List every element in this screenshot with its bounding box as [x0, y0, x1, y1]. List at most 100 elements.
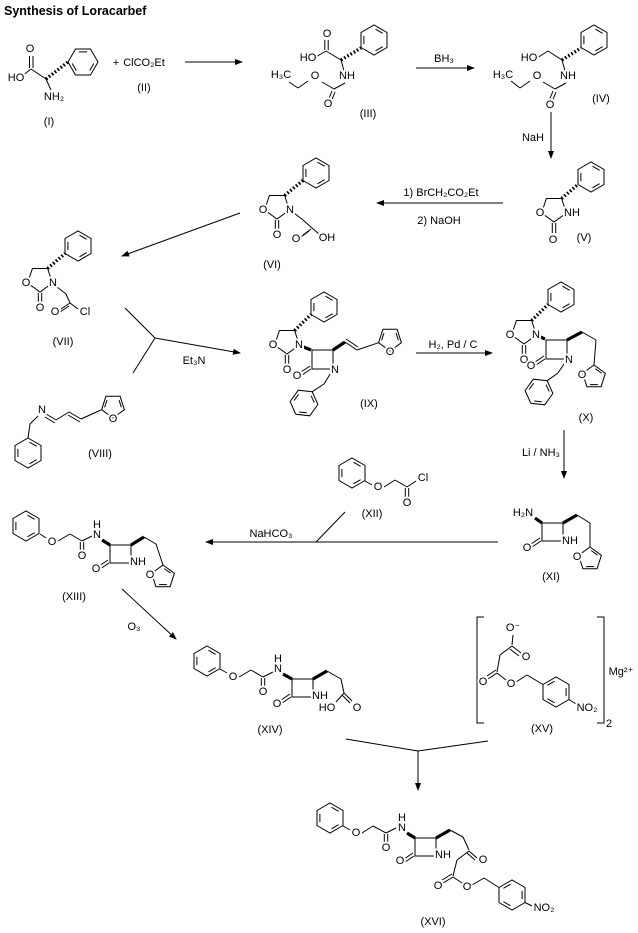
atom-label: NH: [339, 70, 355, 82]
atom-label: O: [520, 354, 529, 366]
benzene-ring: [360, 24, 388, 56]
atom-label: N: [565, 354, 573, 366]
compound-label: (XI): [542, 571, 560, 583]
atom-label: H: [93, 519, 101, 531]
compound-label: (I): [44, 116, 54, 128]
structure-ix: O N O N O O (IX): [267, 291, 402, 417]
atom-label: HO: [300, 52, 317, 64]
atom-label: O: [374, 481, 383, 493]
furan-ring: [101, 395, 125, 419]
hash-wedge: [561, 46, 582, 62]
atom-label: O: [463, 881, 472, 893]
structure-xiii: O O H N NH O O (XIII): [12, 510, 175, 605]
compound-label: (VII): [53, 336, 74, 348]
atom-label: N: [532, 329, 540, 341]
right-bracket: [597, 616, 605, 724]
atom-label: O: [353, 702, 362, 714]
atom-label: NO₂: [534, 902, 555, 914]
furan-ring: [151, 564, 175, 588]
reagent-ii: + ClCO₂Et (II): [111, 55, 167, 96]
oxazolidinone-ring: [27, 268, 53, 293]
reagent-label: 1) BrCH₂CO₂Et: [403, 187, 478, 199]
bold-wedge: [435, 828, 451, 840]
reagent-label: O₃: [127, 621, 140, 633]
atom-label: O: [109, 413, 118, 425]
beta-lactam-ring: [109, 544, 132, 564]
reagent-label: NaHCO₃: [250, 528, 293, 540]
bonds: [510, 50, 567, 90]
benzene-ring: [64, 230, 92, 262]
bonds: [546, 331, 597, 382]
bold-wedge: [101, 538, 111, 547]
structure-xiv: O O H N NH O O HO (XIV): [193, 645, 364, 738]
compound-label: (XVI): [420, 916, 445, 928]
atom-label: H: [398, 812, 406, 824]
arrow-ix-to-x: H₂, Pd / C: [416, 337, 493, 356]
arrow-xiv-xv-to-xvi: [345, 738, 489, 791]
hash-wedge: [560, 183, 580, 200]
structure-vii: O N O O Cl (VII): [20, 230, 92, 350]
atom-label: O: [51, 306, 60, 318]
compound-label: (IX): [360, 398, 378, 410]
atom-label: H: [274, 653, 282, 665]
benzene-ring: [193, 645, 221, 677]
compound-label: (III): [360, 108, 377, 120]
atom-label: O: [549, 234, 558, 246]
structure-viii: N O (VIII): [14, 395, 125, 469]
compound-label: (VI): [263, 259, 281, 271]
benzene-ring: [310, 291, 338, 323]
plus-sign: +: [113, 57, 119, 69]
arrow-xi-to-xiii: NaHCO₃: [205, 511, 498, 545]
atom-label: NO₂: [577, 702, 598, 714]
atom-label: N: [38, 404, 46, 416]
benzene-ring: [302, 157, 330, 189]
atom-label: H₃C: [271, 69, 291, 81]
compound-label: (IV): [592, 93, 610, 105]
atom-label: O: [386, 346, 395, 358]
structure-xii: O Cl O (XII): [338, 457, 430, 522]
bonds: [342, 825, 533, 907]
benzene-ring: [14, 437, 42, 469]
reagent-label: Et₃N: [183, 355, 206, 367]
atom-label: NH: [435, 849, 451, 861]
atom-label: O: [229, 671, 238, 683]
atom-label: O: [48, 536, 57, 548]
atom-label: N: [93, 529, 101, 541]
atom-label: O: [527, 360, 536, 372]
atom-label: H₃C: [493, 69, 513, 81]
atom-label: O: [382, 842, 391, 854]
benzyl-ring: [289, 389, 319, 417]
counterion-label: Mg²⁺: [609, 666, 634, 678]
bonds: [27, 409, 102, 439]
benzene-ring: [67, 48, 99, 76]
left-bracket: [476, 616, 484, 724]
atom-label: NH: [564, 207, 580, 219]
atom-label: OH: [319, 232, 336, 244]
benzene-ring: [577, 161, 605, 193]
structure-i: HO O NH₂ (I): [6, 41, 99, 130]
structure-xi: H₂N NH O O (XI): [511, 505, 602, 585]
atom-label: O: [506, 329, 515, 341]
atom-label: O: [78, 550, 87, 562]
bonds: [21, 68, 52, 91]
atom-label: O: [22, 277, 31, 289]
compound-label: (VIII): [88, 448, 112, 460]
structure-xv: O⁻ O O O NO₂ 2 Mg²⁺ (XV): [476, 616, 636, 737]
atom-label: NH: [562, 535, 578, 547]
atom-label: O: [273, 698, 282, 710]
atom-label: NH: [560, 70, 576, 82]
atom-label: HO: [8, 72, 25, 84]
compound-label: (V): [577, 232, 592, 244]
bold-wedge: [282, 672, 293, 681]
bold-wedge: [562, 513, 578, 525]
reagent-formula: ClCO₂Et: [123, 57, 165, 69]
oxazolidinone-ring: [511, 320, 537, 345]
compound-label: (XIII): [62, 591, 86, 603]
compound-label: (X): [579, 412, 594, 424]
structure-iii: HO O H₃C O NH O (III): [269, 24, 388, 122]
atom-label: H₂N: [513, 507, 533, 519]
bold-wedge: [406, 831, 416, 840]
atom-label: O: [523, 542, 532, 554]
compound-label: (XIV): [257, 724, 282, 736]
